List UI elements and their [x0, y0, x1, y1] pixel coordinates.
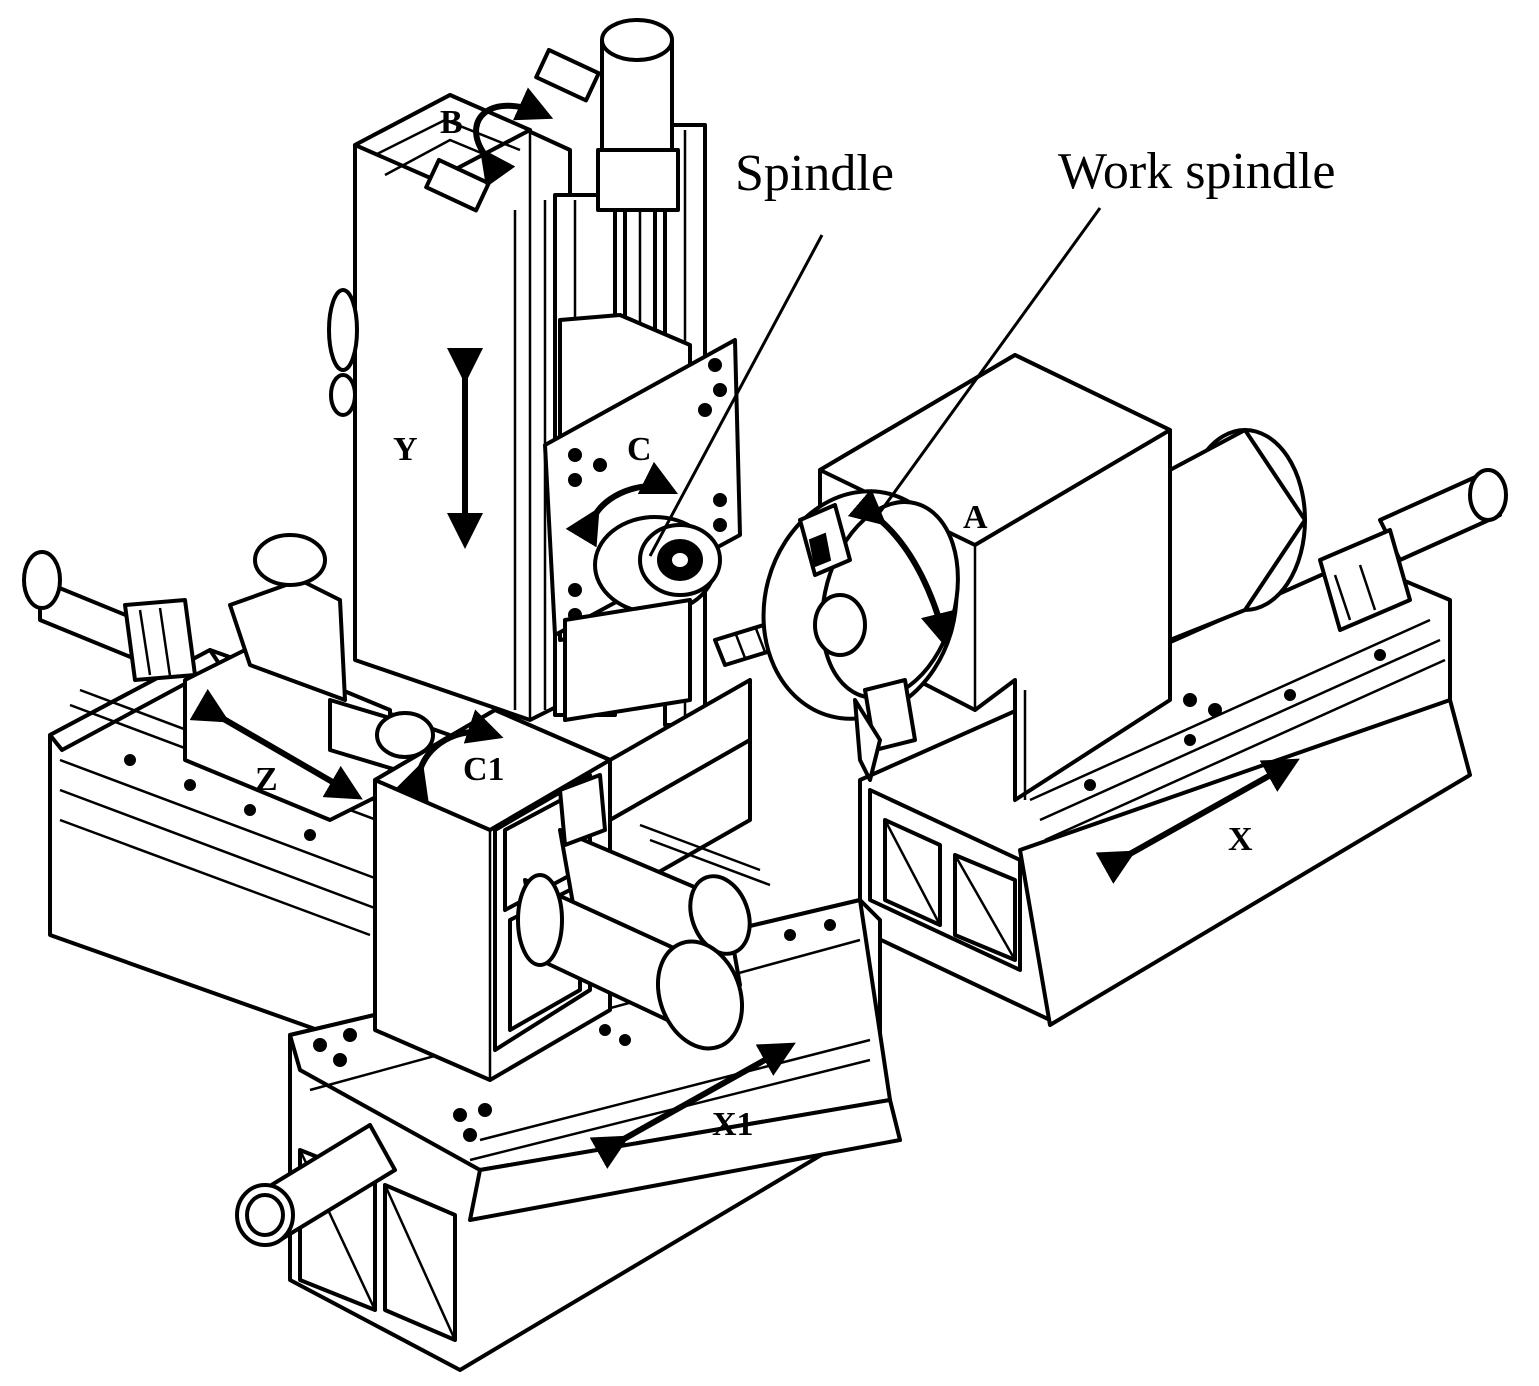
axis-label-a: A — [963, 499, 988, 536]
c1-cylinder — [516, 773, 771, 1051]
spindle-nose — [593, 515, 722, 615]
z-axis-arrow — [189, 688, 363, 800]
left-motor — [22, 550, 197, 682]
a-axis-arrow — [847, 488, 956, 649]
spindle-head — [543, 313, 742, 722]
axis-label-y: Y — [393, 431, 418, 468]
spindle-callout: Spindle — [735, 145, 894, 202]
column-top-motor — [596, 18, 680, 371]
front-motor — [235, 1123, 397, 1247]
right-bed-bolts — [1084, 649, 1386, 791]
x1-axis-arrow — [589, 1042, 796, 1169]
motion-arrows — [189, 87, 1300, 1169]
axis-label-z: Z — [255, 761, 278, 798]
axis-label-b: B — [440, 104, 463, 141]
axis-label-x: X — [1228, 821, 1253, 858]
x-axis-arrow — [1095, 758, 1300, 884]
right-motor — [1318, 468, 1508, 632]
work-spindle-callout: Work spindle — [1058, 143, 1335, 200]
c-axis-arrow — [565, 461, 679, 548]
axis-label-c1: C1 — [463, 751, 505, 788]
spindle-leader-line — [648, 234, 824, 557]
axis-label-x1: X1 — [712, 1106, 754, 1143]
b-axis-arrow — [473, 87, 554, 188]
c1-axis-arrow — [394, 709, 504, 802]
work-spindle-leader-line — [876, 207, 1102, 516]
axis-label-c: C — [627, 431, 652, 468]
